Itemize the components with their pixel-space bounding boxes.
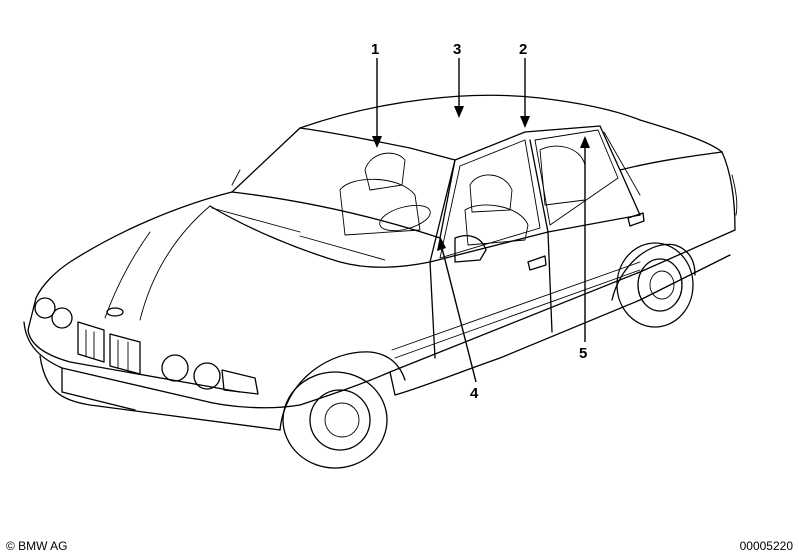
car-body: [23, 94, 738, 469]
callout-3: 3: [453, 41, 461, 58]
document-number: 00005220: [739, 539, 793, 553]
callout-5: 5: [579, 345, 587, 362]
copyright-text: © BMW AG: [6, 539, 68, 553]
callout-leaders: [372, 58, 590, 383]
callout-2: 2: [519, 41, 527, 58]
callout-4: 4: [470, 385, 479, 402]
callout-1: 1: [371, 41, 379, 58]
